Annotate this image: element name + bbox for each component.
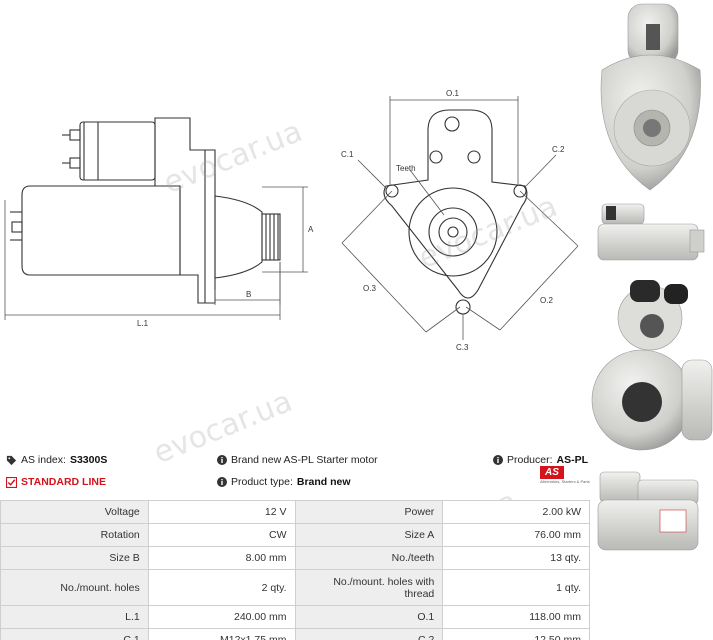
- logo-mark: AS: [540, 466, 564, 479]
- dim-a-label: A: [308, 225, 314, 234]
- photo-front-view: [600, 3, 701, 191]
- spec-value: 240.00 mm: [147, 605, 296, 629]
- checkbox-icon: [6, 476, 17, 488]
- tag-icon: [6, 455, 17, 465]
- dim-b-label: B: [246, 290, 251, 299]
- product-photos: [591, 3, 713, 551]
- as-index: AS index: S3300S: [6, 454, 107, 466]
- spec-label: O.1: [294, 605, 444, 629]
- spec-value: 2 qty.: [147, 569, 296, 606]
- spec-value: 12 V: [147, 500, 296, 524]
- info-icon: [493, 455, 503, 465]
- photo-back-view: [591, 349, 713, 451]
- product-type: Product type: Brand new: [217, 476, 351, 488]
- spec-label: No./mount. holes with thread: [294, 569, 444, 606]
- spec-label: No./mount. holes: [0, 569, 149, 606]
- specs-table: Voltage 12 V Power 2.00 kW Rotation CW S…: [0, 500, 590, 640]
- dim-o3-label: O.3: [363, 284, 376, 293]
- pinion-outline: [214, 195, 263, 279]
- spec-value: M12x1.75 mm: [147, 628, 296, 640]
- standard-line: STANDARD LINE: [6, 476, 106, 488]
- dim-o2-label: O.2: [540, 296, 553, 305]
- spec-label: Rotation: [0, 523, 149, 547]
- technical-drawings: A B L.1 O.1 C.1 C.2 T: [4, 89, 579, 352]
- dim-c1-label: C.1: [341, 150, 354, 159]
- producer-value: AS-PL: [556, 454, 589, 466]
- spec-value: 76.00 mm: [442, 523, 590, 547]
- table-row: C.1 M12x1.75 mm C.2 12.50 mm: [0, 628, 590, 640]
- table-row: L.1 240.00 mm O.1 118.00 mm: [0, 605, 590, 629]
- spec-value: CW: [147, 523, 296, 547]
- as-pl-logo: AS Alternators, Starters & Parts: [540, 466, 590, 485]
- table-row: Size B 8.00 mm No./teeth 13 qty.: [0, 546, 590, 570]
- dim-teeth-label: Teeth: [396, 164, 416, 173]
- product-type-value: Brand new: [296, 476, 351, 488]
- description: Brand new AS-PL Starter motor: [217, 454, 378, 466]
- as-index-value: S3300S: [69, 454, 108, 466]
- spec-value: 13 qty.: [442, 546, 590, 570]
- spec-value: 2.00 kW: [442, 500, 590, 524]
- drive-housing-outline: [154, 117, 216, 304]
- spec-value: 1 qty.: [442, 569, 590, 606]
- dim-o1-label: O.1: [446, 89, 459, 98]
- table-row: No./mount. holes 2 qty. No./mount. holes…: [0, 569, 590, 606]
- spec-label: No./teeth: [294, 546, 444, 570]
- info-icon: [217, 477, 227, 487]
- spec-value: 12.50 mm: [442, 628, 590, 640]
- logo-tagline: Alternators, Starters & Parts: [540, 479, 590, 484]
- spec-label: L.1: [0, 605, 149, 629]
- bearing-ring: [408, 187, 498, 277]
- spec-value: 118.00 mm: [442, 605, 590, 629]
- spec-label: C.2: [294, 628, 444, 640]
- dim-l1-label: L.1: [137, 319, 149, 328]
- photo-top-view: [597, 471, 699, 551]
- table-row: Voltage 12 V Power 2.00 kW: [0, 500, 590, 524]
- flange-outline: [383, 109, 528, 299]
- spec-label: Voltage: [0, 500, 149, 524]
- dim-c3-label: C.3: [456, 343, 469, 352]
- spec-label: Size A: [294, 523, 444, 547]
- photo-side-view: [597, 203, 705, 261]
- producer: Producer: AS-PL: [493, 454, 588, 466]
- spec-value: 8.00 mm: [147, 546, 296, 570]
- photo-rear-view: [617, 280, 688, 351]
- dim-c2-label: C.2: [552, 145, 565, 154]
- solenoid-outline: [79, 121, 156, 181]
- spec-label: Power: [294, 500, 444, 524]
- motor-body-outline: [21, 185, 181, 276]
- product-info: AS index: S3300S Brand new AS-PL Starter…: [0, 448, 590, 496]
- table-row: Rotation CW Size A 76.00 mm: [0, 523, 590, 547]
- spec-label: Size B: [0, 546, 149, 570]
- spec-label: C.1: [0, 628, 149, 640]
- info-icon: [217, 455, 227, 465]
